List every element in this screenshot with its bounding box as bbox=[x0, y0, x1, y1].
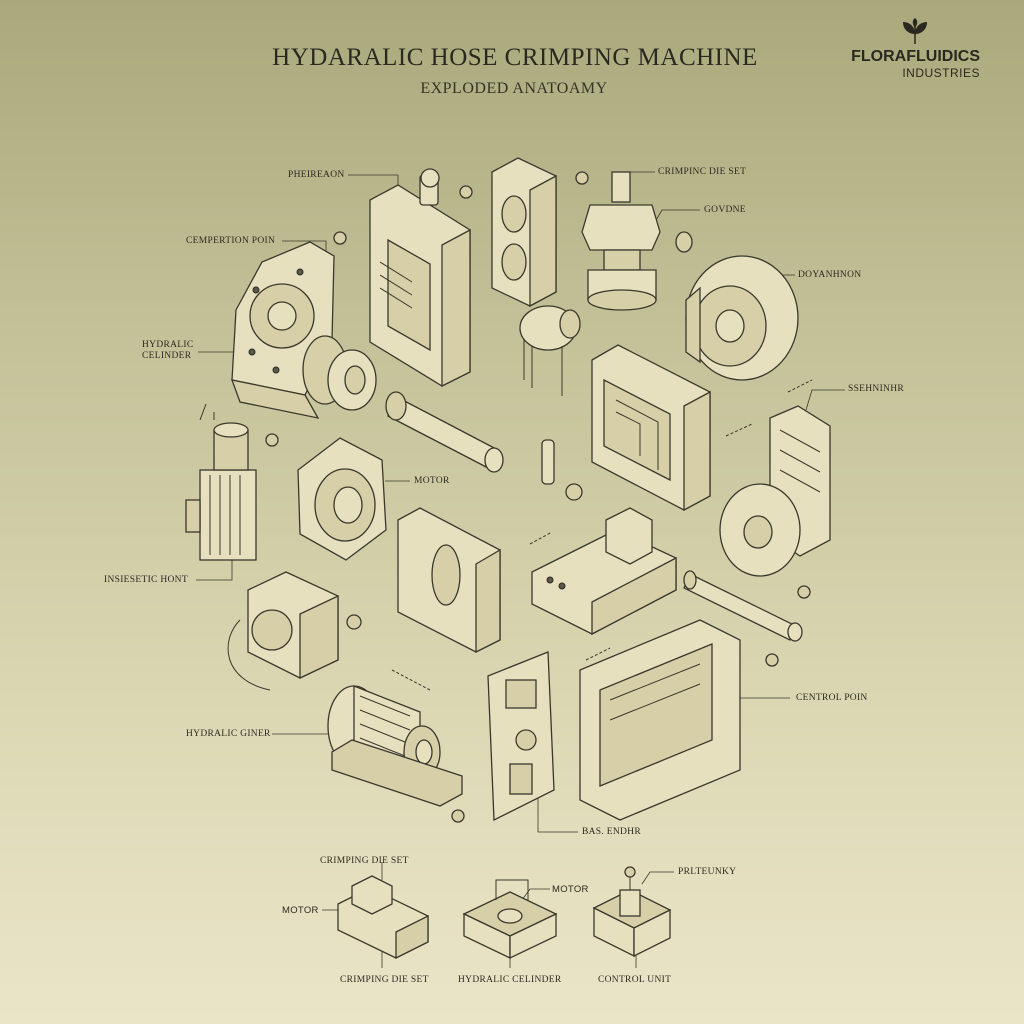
valve bbox=[519, 305, 581, 396]
company-logo: FLORAFLUIDICS INDUSTRIES bbox=[848, 18, 998, 88]
slide-vise bbox=[531, 507, 677, 636]
label-bas-endhr: BAS. ENDHR bbox=[582, 827, 641, 837]
left-motor bbox=[185, 403, 257, 561]
compression-housing bbox=[230, 241, 377, 419]
logo-subtitle: INDUSTRIES bbox=[902, 66, 980, 80]
label-bottom-hydralic-celinder: HYDRALIC CELINDER bbox=[458, 975, 562, 985]
label-governe: GOVDNE bbox=[704, 205, 746, 215]
small-parts bbox=[265, 171, 813, 823]
label-bottom-control-unit: CONTROL UNIT bbox=[598, 975, 672, 985]
label-ssehninhr: SSEHNINHR bbox=[848, 384, 905, 394]
label-insiestic-hont: INSIESETIC HONT bbox=[104, 575, 188, 585]
bottom-hydraulic-cylinder bbox=[462, 879, 558, 960]
control-panel bbox=[487, 651, 555, 822]
label-bottom-motor-left: MOTOR bbox=[282, 905, 319, 916]
pheireaon-frame bbox=[369, 168, 471, 388]
label-bottom-motor-mid: MOTOR bbox=[552, 884, 589, 895]
label-bottom-crimping-die-set-top: CRIMPING DIE SET bbox=[320, 856, 409, 866]
control-frame bbox=[579, 619, 741, 821]
label-bottom-prlteunky: PRLTEUNKY bbox=[678, 867, 737, 877]
crimping-die-column bbox=[581, 171, 661, 311]
label-hydraulic-celinder: HYDRALIC CELINDER bbox=[142, 340, 194, 361]
label-pheireaon: PHEIREAON bbox=[288, 170, 345, 180]
label-hydralic-giner: HYDRALIC GINER bbox=[186, 729, 271, 739]
bottom-die-set bbox=[337, 875, 429, 960]
label-compertion-poin: CEMPERTION POIN bbox=[186, 236, 276, 246]
leaf-icon bbox=[903, 18, 927, 44]
page-title: HYDARALIC HOSE CRIMPING MACHINE bbox=[272, 44, 758, 71]
bottom-control-unit bbox=[592, 866, 672, 958]
doyanhnon-ring bbox=[685, 255, 799, 381]
logo-name: FLORAFLUIDICS bbox=[851, 48, 980, 65]
piston-rod bbox=[385, 391, 504, 473]
page-subtitle: EXPLODED ANATOAMY bbox=[420, 80, 608, 97]
gauge-box bbox=[227, 571, 339, 691]
guide-block bbox=[397, 507, 501, 654]
motor-flange bbox=[297, 437, 387, 561]
label-bottom-crimping-die-set: CRIMPING DIE SET bbox=[340, 975, 429, 985]
ssehninhr-assembly bbox=[719, 405, 831, 577]
right-rod bbox=[683, 570, 803, 642]
label-crimping-die-set-top: CRIMPINC DIE SET bbox=[658, 167, 747, 177]
die-plate bbox=[491, 157, 557, 308]
hydraulic-block bbox=[591, 344, 711, 512]
label-doyanion: DOYANHNON bbox=[798, 270, 862, 280]
hydralic-giner bbox=[327, 685, 463, 807]
label-motor-center: MOTOR bbox=[414, 476, 450, 486]
label-control-poin: CENTROL POIN bbox=[796, 693, 868, 703]
